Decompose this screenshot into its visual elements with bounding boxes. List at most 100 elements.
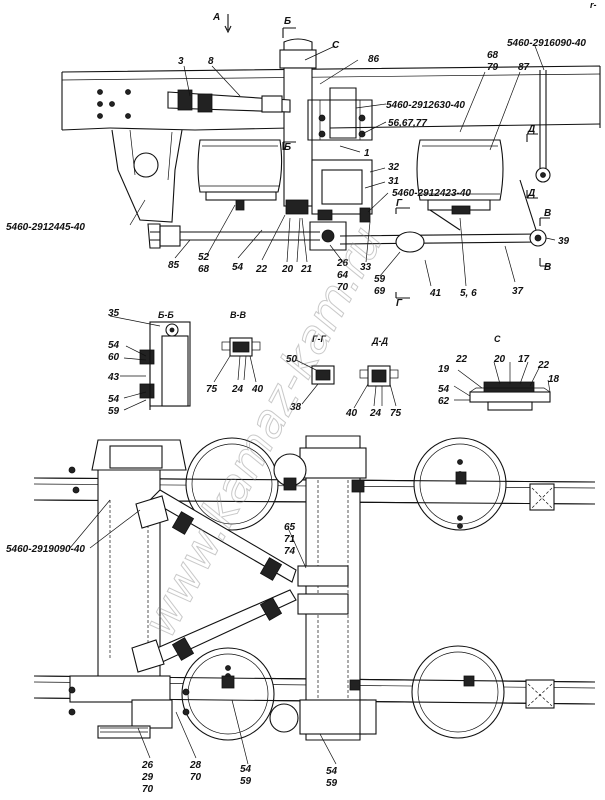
- callout-1: 1: [364, 148, 370, 159]
- part-number-2912445: 5460-2912445-40: [6, 222, 85, 233]
- part-number-2919090: 5460-2919090-40: [6, 544, 85, 555]
- section-d-d-title: Д-Д: [371, 336, 388, 346]
- callout-74: 74: [284, 546, 296, 557]
- callout-70-bottom-a: 70: [142, 784, 154, 795]
- callout-70-bottom-b: 70: [190, 772, 202, 783]
- section-g-g-callout-38: 38: [290, 402, 302, 413]
- callout-54-bottom-a: 54: [240, 764, 252, 775]
- section-c-callout-18: 18: [548, 374, 560, 385]
- callout-87: 87: [518, 62, 530, 73]
- section-g-g-callout-50: 50: [286, 354, 298, 365]
- section-b-b-callout-59: 59: [108, 406, 120, 417]
- callout-32: 32: [388, 162, 400, 173]
- section-b-b-callout-35: 35: [108, 308, 120, 319]
- callout-20: 20: [281, 264, 294, 275]
- section-mark-d-bottom: Д: [527, 188, 535, 199]
- section-c: С 22 20 17 22 19 18 54 62: [438, 334, 560, 411]
- callout-54: 54: [232, 262, 244, 273]
- section-g-g: Г-Г 50 38: [286, 334, 335, 413]
- callout-56-67-77: 56,67,77: [388, 118, 427, 129]
- callout-68-lower: 68: [198, 264, 210, 275]
- callout-21: 21: [300, 264, 313, 275]
- section-b-b-callout-54: 54: [108, 340, 120, 351]
- callout-29: 29: [141, 772, 154, 783]
- section-c-callout-22a: 22: [455, 354, 468, 365]
- section-d-d-callout-24: 24: [369, 408, 382, 419]
- callout-22: 22: [255, 264, 268, 275]
- section-b-b-callout-60: 60: [108, 352, 120, 363]
- part-number-2912630: 5460-2912630-40: [386, 100, 465, 111]
- air-spring-plan-3: [181, 647, 275, 741]
- callout-59-bottom-a: 59: [240, 776, 252, 787]
- section-mark-g-bottom: Г: [396, 298, 403, 309]
- section-mark-b: Б: [284, 142, 291, 153]
- callout-65: 65: [284, 522, 296, 533]
- callout-68: 68: [487, 50, 499, 61]
- callout-59-bottom-b: 59: [326, 778, 338, 789]
- section-c-callout-22b: 22: [537, 360, 550, 371]
- labels-bottom: 5460-2919090-40 65 71 74 26 29 70 28 70 …: [6, 522, 338, 795]
- callout-39: 39: [558, 236, 570, 247]
- callout-33: 33: [360, 262, 372, 273]
- section-c-callout-20: 20: [493, 354, 506, 365]
- callout-70: 70: [337, 282, 349, 293]
- callout-3: 3: [178, 56, 184, 67]
- corner-mark: r-: [590, 0, 597, 10]
- callout-86: 86: [368, 54, 380, 65]
- side-view: [61, 14, 601, 299]
- section-g-g-title: Г-Г: [312, 334, 327, 344]
- callout-8: 8: [208, 56, 214, 67]
- leader-lines-top: [129, 45, 556, 287]
- section-v-v: В-В 75 24 40: [206, 310, 264, 395]
- section-v-v-callout-75: 75: [206, 384, 218, 395]
- callout-26-bottom: 26: [141, 760, 154, 771]
- part-number-2912423: 5460-2912423-40: [392, 188, 471, 199]
- air-spring-plan-4: [411, 645, 505, 739]
- plan-view: [33, 435, 596, 741]
- view-arrow-b: Б: [284, 16, 291, 27]
- section-b-b-title: Б-Б: [158, 310, 174, 320]
- section-v-v-callout-40: 40: [251, 384, 264, 395]
- section-c-callout-54: 54: [438, 384, 450, 395]
- part-number-2916090: 5460-2916090-40: [507, 38, 586, 49]
- upper-torque-rod: [167, 89, 291, 113]
- section-mark-d-top: Д: [527, 124, 535, 135]
- section-mark-v-top: В: [544, 208, 551, 219]
- callout-69: 69: [374, 286, 386, 297]
- leader-lines-bottom: [69, 499, 337, 765]
- callout-41: 41: [429, 288, 442, 299]
- view-arrow-a: А: [212, 12, 220, 23]
- callout-5-6: 5, 6: [460, 288, 477, 299]
- callout-28: 28: [189, 760, 202, 771]
- section-mark-g-top: Г: [396, 198, 403, 209]
- callout-31: 31: [388, 176, 400, 187]
- section-c-title: С: [494, 334, 501, 344]
- callout-54-bottom-b: 54: [326, 766, 338, 777]
- air-spring-plan-1: [185, 437, 279, 531]
- section-c-callout-17: 17: [518, 354, 530, 365]
- v-torque-rods: [131, 489, 297, 673]
- section-v-v-callout-24: 24: [231, 384, 244, 395]
- air-spring-left: [197, 139, 283, 201]
- section-d-d: Д-Д 40 24 75: [345, 336, 402, 419]
- labels-top: А Б 3 8 С 86 68 79 87 5460-2916090-40 54…: [6, 12, 586, 309]
- callout-71: 71: [284, 534, 296, 545]
- section-mark-v-bottom: В: [544, 262, 551, 273]
- section-d-d-callout-40: 40: [345, 408, 358, 419]
- callout-64: 64: [337, 270, 349, 281]
- callout-37: 37: [512, 286, 524, 297]
- section-v-v-title: В-В: [230, 310, 246, 320]
- section-c-callout-62: 62: [438, 396, 450, 407]
- callout-26: 26: [336, 258, 349, 269]
- section-b-b-callout-43: 43: [107, 372, 120, 383]
- callout-59: 59: [374, 274, 386, 285]
- section-d-d-callout-75: 75: [390, 408, 402, 419]
- callout-79: 79: [487, 62, 499, 73]
- section-c-callout-19: 19: [438, 364, 450, 375]
- callout-52: 52: [198, 252, 210, 263]
- section-b-b-callout-54b: 54: [108, 394, 120, 405]
- air-spring-right: [416, 139, 504, 211]
- callout-c: С: [332, 40, 340, 51]
